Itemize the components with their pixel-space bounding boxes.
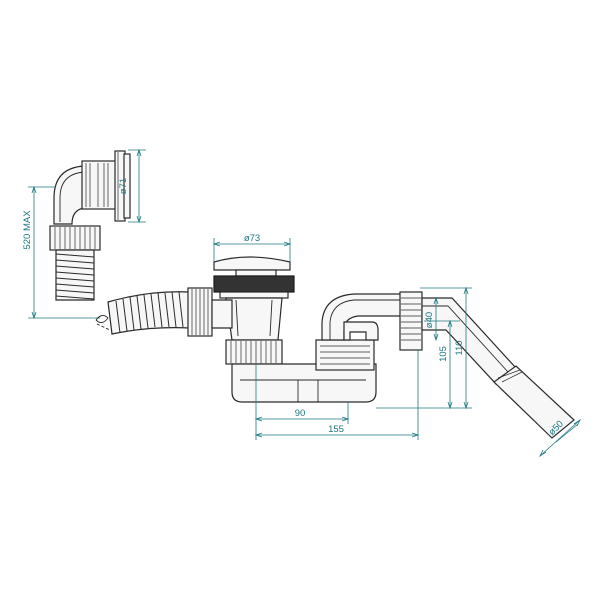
dimension-outlet-height-105: 105 [424,319,460,410]
overflow-body [81,160,117,210]
dimension-waste-diameter: ø73 [212,233,292,262]
max-length-label: 520 MAX [22,210,33,250]
overflow-diameter-label: ø71 [118,178,129,194]
trap-elbow [321,293,403,341]
horizontal-90-label: 90 [295,408,306,419]
outlet-nut [399,291,423,351]
outlet-inner-diameter-label: ø40 [424,312,435,328]
overflow-nut [49,225,101,251]
hose-connector-nut [187,287,213,337]
overflow-hose-stub [55,249,95,301]
dimension-horizontal-155: 155 [254,424,420,438]
dimension-overflow-diameter: ø71 [118,148,146,224]
flexible-hose [95,291,191,335]
waste-flange [213,275,295,299]
overflow-elbow [53,165,85,225]
waste-nut [225,339,283,365]
extension-lines [255,350,472,440]
outlet-pipe-end [493,365,575,439]
dimension-outlet-inner-diameter: ø40 [424,296,439,342]
outlet-height-105-label: 105 [438,346,449,362]
overflow-flange [114,150,131,222]
horizontal-155-label: 155 [328,424,344,435]
dimension-horizontal-90: 90 [254,408,350,422]
outlet-height-110-label: 110 [454,340,465,355]
trap-riser [315,339,375,371]
trap-body [231,363,377,403]
waste-diameter-label: ø73 [244,233,260,244]
dimension-max-length: 520 MAX [22,185,100,320]
waste-body [211,297,283,341]
dimension-outlet-height-110: 110 [420,286,472,410]
waste-plug-cap [213,256,291,277]
